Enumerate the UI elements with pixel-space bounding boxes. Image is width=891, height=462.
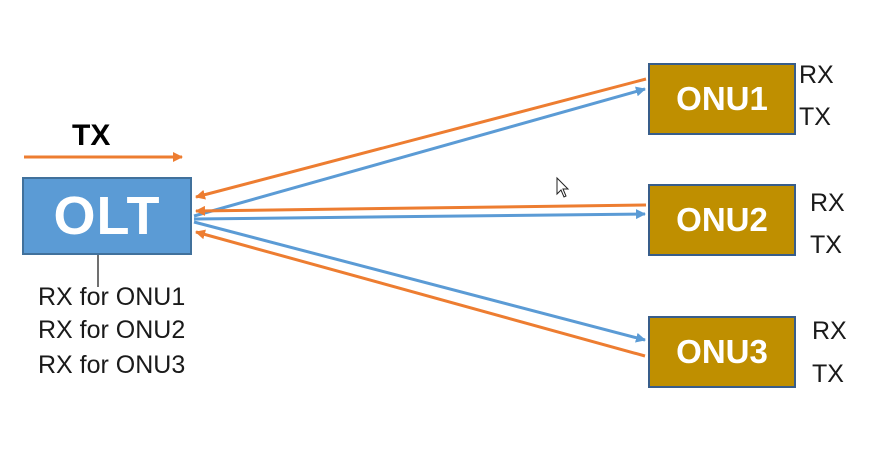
- onu1-label: ONU1: [676, 80, 768, 117]
- upstream-arrow-onu3: [195, 229, 646, 358]
- olt-rx-label-onu2: RX for ONU2: [38, 316, 186, 344]
- onu3-node: ONU3: [648, 316, 796, 388]
- onu1-rx-label: RX: [799, 61, 834, 89]
- olt-label: OLT: [53, 186, 161, 246]
- olt-rx-label-onu1: RX for ONU1: [38, 283, 186, 311]
- onu3-label: ONU3: [676, 333, 768, 370]
- downstream-arrow-onu1: [193, 86, 646, 218]
- upstream-arrow-onu1: [195, 77, 647, 200]
- onu2-node: ONU2: [648, 184, 796, 256]
- onu2-tx-label: TX: [810, 231, 842, 259]
- onu1-tx-label: TX: [799, 103, 831, 131]
- downstream-arrow-onu2: [193, 209, 646, 221]
- mouse-cursor-icon: [556, 176, 570, 198]
- upstream-arrow-onu2: [195, 203, 647, 216]
- onu3-tx-label: TX: [812, 360, 844, 388]
- onu2-label: ONU2: [676, 201, 768, 238]
- olt-node: OLT: [22, 177, 192, 255]
- onu2-rx-label: RX: [810, 189, 845, 217]
- olt-rx-label-onu3: RX for ONU3: [38, 351, 186, 379]
- downstream-arrow-onu3: [193, 220, 646, 343]
- onu1-node: ONU1: [648, 63, 796, 135]
- olt-tx-label: TX: [72, 119, 111, 152]
- onu3-rx-label: RX: [812, 317, 847, 345]
